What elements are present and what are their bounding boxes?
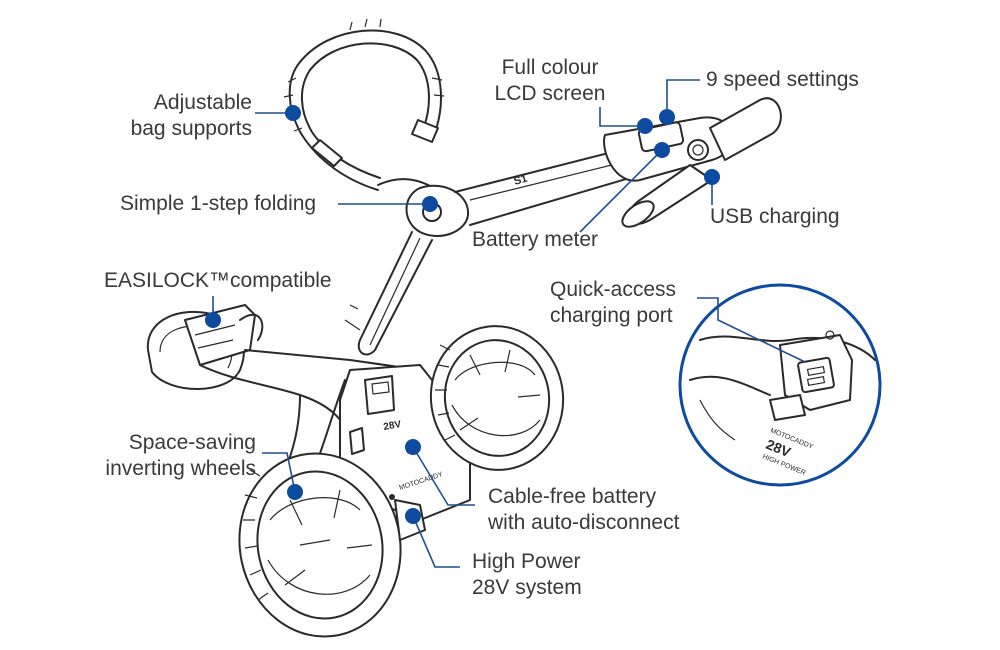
label-battery: Cable-free battery with auto-disconnect	[488, 485, 680, 534]
bag-support-ring	[283, 18, 445, 191]
magnifier-circle: MOTOCADDY 28V HIGH POWER	[678, 283, 882, 487]
label-battery-meter: Battery meter	[472, 228, 599, 251]
battery-voltage-mark: 28V	[383, 419, 403, 433]
front-wheel	[146, 304, 264, 390]
rear-wheel-right	[429, 325, 565, 471]
dot-power	[405, 508, 421, 524]
dot-battery-meter	[654, 142, 670, 158]
dot-speed-settings	[659, 109, 675, 125]
model-logo: S1	[513, 173, 529, 188]
rear-wheel-left	[238, 452, 426, 638]
label-folding: Simple 1-step folding	[120, 192, 317, 215]
label-charging-port: Quick-access charging port	[550, 278, 677, 327]
dot-easilock	[205, 312, 221, 328]
label-power: High Power 28V system	[472, 550, 582, 599]
dot-inverting-wheels	[287, 484, 303, 500]
dot-lcd-screen	[637, 118, 653, 134]
main-column	[344, 231, 433, 356]
label-usb-charging: USB charging	[710, 205, 840, 228]
label-lcd-screen: Full colour LCD screen	[494, 56, 606, 105]
callout-dots	[205, 105, 720, 524]
handle-arm: S1	[377, 97, 782, 237]
label-bag-supports: Adjustable bag supports	[130, 91, 252, 140]
dot-usb-charging	[704, 169, 720, 185]
label-speed-settings: 9 speed settings	[706, 68, 859, 91]
dot-folding	[422, 196, 438, 212]
dot-bag-supports	[285, 105, 301, 121]
label-inverting-wheels: Space-saving inverting wheels	[105, 431, 256, 480]
dot-battery	[405, 439, 421, 455]
label-easilock: EASILOCK™compatible	[104, 269, 332, 292]
